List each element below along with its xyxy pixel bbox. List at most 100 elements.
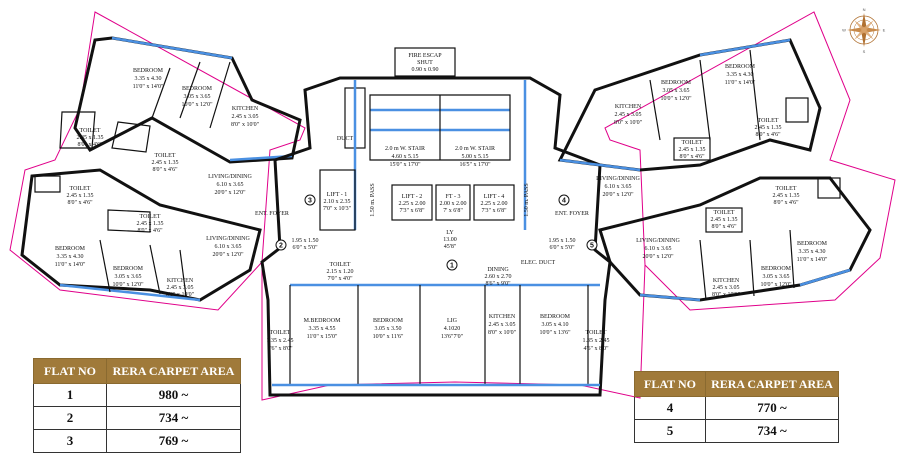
carpet-area-cell: 734 ~ <box>106 406 241 430</box>
stair1-feet: 15'0" x 17'0" <box>389 162 421 168</box>
flat5-toilet2-feet: 8'0" x 4'6" <box>711 224 737 230</box>
plot-outline <box>9 11 306 311</box>
flat1-living-feet: 13'6"7'0" <box>441 334 464 340</box>
flat1-toilet-top-size: 2.15 x 1.20 <box>327 269 354 275</box>
flat2-kitchen-feet: 8'0" x 10'0" <box>231 122 260 128</box>
flat2-bed1-name: BEDROOM <box>133 68 164 74</box>
flat2-bed1-feet: 11'0" x 14'0" <box>133 84 164 90</box>
duct-label-core: DUCT <box>337 136 354 142</box>
flat1-bed-feet: 10'0" x 11'6" <box>373 334 404 340</box>
flat4-toilet1-size: 2.45 x 1.35 <box>679 147 706 153</box>
flat2-toilet2-name: TOILET <box>155 153 176 159</box>
flat4-toilet2-feet: 8'0" x 4'6" <box>755 132 781 138</box>
elec-duct: ELEC. DUCT <box>521 260 556 266</box>
flat4-living-name: LIVING/DINING <box>596 176 640 182</box>
flat1-toilet-right-name: TOILET <box>586 330 607 336</box>
flat-4: KITCHEN 2.45 x 3.05 8'0" x 10'0" BEDROOM… <box>555 38 822 217</box>
flat3-toilet2-size: 2.45 x 1.35 <box>137 221 164 227</box>
flat-markers: 1 2 3 4 5 <box>275 194 598 271</box>
fire-escape-l3: 0.90 x 0.90 <box>412 67 439 73</box>
flat3-bed1-feet: 11'0" x 14'0" <box>55 262 86 268</box>
flat3-kitchen-name: KITCHEN <box>167 278 194 284</box>
foyer-right-size: 1.95 x 1.50 <box>549 238 576 244</box>
flat1-bed2-feet: 10'0" x 13'6" <box>539 330 571 336</box>
marker-2-label: 2 <box>279 243 283 250</box>
flat5-bed1-name: BEDROOM <box>797 241 828 247</box>
flat4-bed1-feet: 11'0" x 14'0" <box>725 80 756 86</box>
flat4-kitchen-name: KITCHEN <box>615 104 642 110</box>
flat3-toilet1-size: 2.45 x 1.35 <box>67 193 94 199</box>
flat4-bed1-size: 3.35 x 4.30 <box>727 72 754 78</box>
marker-3 <box>304 194 316 206</box>
flat1-toilet-left-name: TOILET <box>270 330 291 336</box>
flat5-kitchen-size: 2.45 x 3.05 <box>713 285 740 291</box>
flat2-living-size: 6.10 x 3.65 <box>217 182 244 188</box>
flat1-bed-size: 3.05 x 3.50 <box>375 326 402 332</box>
flat4-kitchen-size: 2.45 x 3.05 <box>615 112 642 118</box>
flat4-bed2-size: 3.05 x 3.65 <box>663 88 690 94</box>
ent-foyer-left: ENT. FOYER <box>255 211 289 217</box>
flat1-dining-name: DINING <box>487 267 509 273</box>
flat2-bed2-size: 3.05 x 3.65 <box>184 94 211 100</box>
flat-no-cell: 1 <box>33 383 107 407</box>
flat2-kitchen-size: 2.45 x 3.05 <box>232 114 259 120</box>
lobby-feet: 45'8" <box>444 244 457 250</box>
flat1-mbed-size: 3.35 x 4.55 <box>309 326 336 332</box>
flat5-toilet2-name: TOILET <box>714 210 735 216</box>
flat1-toilet-left-size: 1.35 x 2.45 <box>267 338 294 344</box>
flat5-bed2-feet: 10'0" x 12'0" <box>760 282 792 288</box>
table-header-row: FLAT NO RERA CARPET AREA <box>33 358 241 384</box>
flat5-living-size: 6.10 x 3.65 <box>645 246 672 252</box>
flat3-living-size: 6.10 x 3.65 <box>215 244 242 250</box>
marker-5 <box>586 239 598 251</box>
flat1-mbed-feet: 11'0" x 15'0" <box>307 334 338 340</box>
lift1-name: LIFT - 1 <box>327 192 348 198</box>
flat2-living-name: LIVING/DINING <box>208 174 252 180</box>
ent-foyer-right: ENT. FOYER <box>555 211 589 217</box>
flat1-dining-feet: 8'6" x 9'0" <box>485 281 511 287</box>
stair2-size: 5.00 x 5.15 <box>462 154 489 160</box>
carpet-area-cell: 770 ~ <box>705 396 839 420</box>
flat5-kitchen-feet: 8'0" x 10'0" <box>712 292 741 298</box>
plot-outline-right <box>604 11 896 311</box>
flat4-living-feet: 20'0" x 12'0" <box>602 192 634 198</box>
flat4-living-size: 6.10 x 3.65 <box>605 184 632 190</box>
flat5-living-feet: 20'0" x 12'0" <box>642 254 674 260</box>
flat4-toilet2-size: 2.45 x 1.35 <box>755 125 782 131</box>
flat2-bed2-name: BEDROOM <box>182 86 213 92</box>
flat1-toilet-top-feet: 7'0" x 4'0" <box>327 276 353 282</box>
col-carpet-area: RERA CARPET AREA <box>705 371 839 397</box>
flat3-toilet1-name: TOILET <box>70 186 91 192</box>
flat-no-cell: 2 <box>33 406 107 430</box>
flat1-living-size: 4.1020 <box>444 326 461 332</box>
table-row: 5 734 ~ <box>634 419 839 443</box>
foyer-right-feet: 6'0" x 5'0" <box>549 245 575 251</box>
compass-n: N <box>863 7 866 12</box>
flat5-kitchen-name: KITCHEN <box>713 278 740 284</box>
flat1-bed-name: BEDROOM <box>373 318 404 324</box>
marker-3-label: 3 <box>308 198 312 205</box>
flat1-bed2-size: 3.05 x 4.10 <box>542 322 569 328</box>
fire-escape-l2: SHUT <box>417 60 433 66</box>
flat1-toilet-right-size: 1.35 x 2.45 <box>583 338 610 344</box>
flat1-bed2-name: BEDROOM <box>540 314 571 320</box>
area-table-right: FLAT NO RERA CARPET AREA 4 770 ~ 5 734 ~ <box>634 371 839 443</box>
flat1-kitchen-feet: 8'0" x 10'0" <box>488 330 517 336</box>
lift3-size: 2.00 x 2.00 <box>440 201 467 207</box>
lift2-feet: 7'3" x 6'8" <box>399 208 425 214</box>
lift4-size: 2.25 x 2.00 <box>481 201 508 207</box>
table-row: 4 770 ~ <box>634 396 839 420</box>
flat3-bed2-feet: 10'0" x 12'0" <box>112 282 144 288</box>
flat2-toilet2-feet: 8'0" x 4'6" <box>152 167 178 173</box>
flat-2: BEDROOM 3.35 x 4.30 11'0" x 14'0" BEDROO… <box>59 36 302 196</box>
lift2-name: LIFT - 2 <box>402 194 423 200</box>
flat3-kitchen-size: 2.45 x 3.05 <box>167 285 194 291</box>
table-row: 1 980 ~ <box>33 383 241 407</box>
flat-3: TOILET 2.45 x 1.35 8'0" x 4'6" TOILET 2.… <box>20 168 289 302</box>
flat4-toilet2-name: TOILET <box>758 118 779 124</box>
flat3-bed1-size: 3.35 x 4.30 <box>57 254 84 260</box>
area-table-left: FLAT NO RERA CARPET AREA 1 980 ~ 2 734 ~… <box>33 358 241 453</box>
lift2-size: 2.25 x 2.00 <box>399 201 426 207</box>
flat2-toilet1-feet: 8'0" x 4'6" <box>77 142 103 148</box>
